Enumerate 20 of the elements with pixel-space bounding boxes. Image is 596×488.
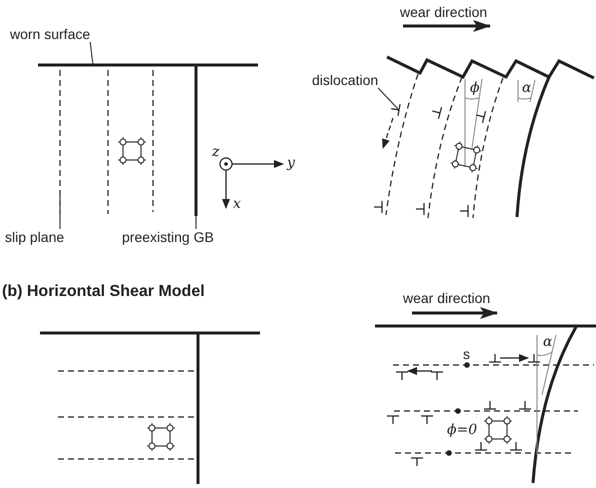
- callout-label: slip plane: [5, 229, 64, 245]
- callout-label: dislocation: [312, 72, 378, 88]
- angle-label: α: [543, 334, 552, 350]
- leader-line: [378, 88, 398, 110]
- angle-label: α: [522, 80, 532, 96]
- worn-surface-line: [38, 64, 258, 66]
- direction-label: wear direction: [400, 4, 488, 20]
- panel-heading: (b) Horizontal Shear Model: [2, 283, 205, 301]
- callout-label: preexisting GB: [122, 229, 214, 245]
- axis-label: y: [287, 155, 295, 171]
- axis-label: x: [233, 196, 241, 212]
- callout-label: worn surface: [10, 26, 90, 42]
- axis-label: z: [212, 144, 220, 160]
- angle-label: ϕ: [470, 80, 480, 96]
- direction-label: wear direction: [403, 290, 490, 306]
- point-label: s: [463, 346, 470, 362]
- leader-line: [90, 42, 94, 66]
- grain-boundary-line: [194, 65, 198, 216]
- angle-label: ϕ=0: [447, 422, 478, 438]
- dislocation-symbol: [391, 104, 401, 116]
